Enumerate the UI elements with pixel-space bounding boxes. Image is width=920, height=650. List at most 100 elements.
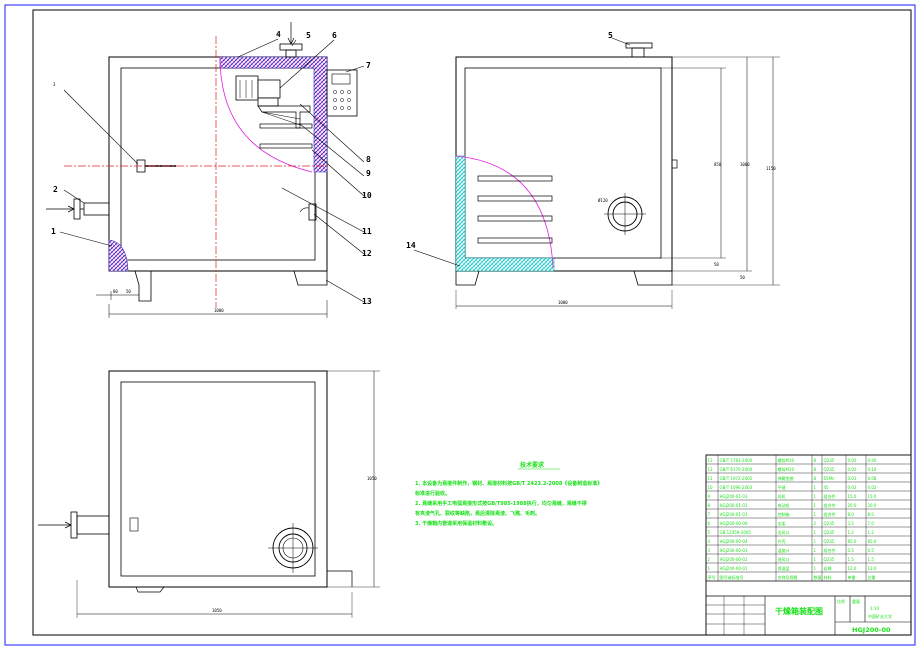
bom-cell: 温度计 (778, 547, 790, 553)
bom-cell: 1 (814, 566, 817, 571)
label-5-side: 5 (608, 31, 613, 40)
front-outer-body (108, 56, 328, 272)
bom-cell: HGJ200-00-01 (720, 566, 748, 571)
bom-cell: 0.5 (848, 548, 855, 553)
side-view: Ø120 5 14 850 1000 1150 50 50 1000 (406, 31, 780, 309)
bom-cell: HGJ200-00-03 (720, 548, 748, 553)
top-inner-body (120, 381, 316, 577)
motor-housing (257, 79, 281, 99)
bom-cell: 平键 (778, 484, 786, 490)
drawing-title: 干燥箱装配图 (775, 606, 823, 616)
label-8: 8 (366, 155, 371, 164)
notes-title: 技术要求 (520, 461, 545, 469)
bom-cell: 单重 (848, 574, 856, 580)
bom-cell: 1 (814, 512, 817, 517)
bom-cell: 20.0 (868, 503, 877, 508)
side-width-dim: 1000 (558, 300, 568, 305)
top-outer-body (108, 370, 328, 588)
bom-cell: 组合件 (824, 511, 836, 517)
bom-cell: GB/T 1096-2003 (720, 485, 753, 490)
front-base-dim: 50 (126, 289, 131, 294)
side-foot-right (633, 270, 673, 286)
bom-cell: 进风口 (778, 556, 790, 562)
bom-cell: 螺栓M10 (778, 457, 795, 463)
control-display (331, 73, 351, 85)
inner-frame (32, 9, 912, 636)
top-view: 1050 1050 (38, 370, 380, 618)
bom-cell: 螺母M10 (778, 466, 795, 472)
inlet-arrow (67, 205, 75, 213)
inlet-flange (73, 198, 81, 220)
label-11: 11 (362, 227, 372, 236)
ratio-label: 比例 (837, 598, 845, 604)
notes-line-2b: 有夹渣气孔、裂纹等缺陷，焉后清除焉渣、飞溅、毛刺。 (415, 510, 540, 517)
bom-cell: HGJ200-01-03 (720, 494, 748, 499)
bom-cell: 1 (708, 566, 711, 571)
bom-cell: 6 (708, 521, 711, 526)
bom-cell: 序号 (708, 574, 716, 580)
label-10: 10 (362, 191, 372, 200)
bom-cell: 7 (708, 512, 711, 517)
notes-line-1b: 标准进行验收。 (414, 490, 450, 497)
bom-cell: 2 (708, 557, 711, 562)
label-9: 9 (366, 169, 371, 178)
bom-cell: 13 (708, 458, 714, 463)
front-foot-left (134, 270, 152, 302)
label-2: 2 (53, 185, 58, 194)
inlet-pipe (83, 202, 110, 216)
bom-cell: 材料 (824, 574, 832, 580)
top-inlet-flange (70, 511, 78, 539)
bom-cell: 15.0 (868, 494, 877, 499)
side-outer-body (455, 56, 673, 272)
bom-cell: 1 (814, 485, 817, 490)
label-1: 1 (51, 227, 56, 236)
insulation-layer-top (219, 56, 328, 173)
bom-cell: 0.02 (848, 485, 857, 490)
side-h1-dim: 850 (714, 162, 722, 167)
side-h3-dim: 1150 (766, 166, 776, 171)
bom-cell: HGJ200-01-02 (720, 503, 748, 508)
shelf-1 (259, 123, 313, 129)
top-width-dim: 1050 (212, 608, 222, 613)
front-foot-right (293, 270, 328, 286)
bom-cell: HGJ200-01-01 (720, 512, 748, 517)
bom-cell: Q235 (824, 530, 835, 535)
bom-cell: 1 (814, 548, 817, 553)
bom-cell: 9 (708, 494, 711, 499)
notes-line-3: 3. 干燥箱内管道采用保温材料敷设。 (415, 520, 497, 527)
bom-cell: 0.02 (848, 467, 857, 472)
side-fan-dim: Ø120 (598, 198, 608, 203)
bom-cell: 8 (814, 467, 817, 472)
front-inner-body (120, 67, 316, 261)
mass-label: 重量 (852, 598, 860, 604)
bom-cell: 0.05 (848, 458, 857, 463)
motor-base (257, 97, 279, 107)
bom-cell: 12.0 (848, 566, 857, 571)
bom-cell: 风机 (778, 493, 786, 499)
bom-cell: GB 12459-2005 (720, 530, 752, 535)
bom-cell: GB/T 6170-2000 (720, 467, 753, 472)
bom-cell: 1.2 (868, 530, 875, 535)
bom-cell: 数量 (814, 574, 822, 580)
shelf-2 (259, 143, 313, 149)
label-4: 4 (276, 30, 281, 39)
bom-cell: 组合件 (824, 493, 836, 499)
bom-cell: 组合件 (824, 547, 836, 553)
bom-cell: HGJ200-00-02 (720, 557, 748, 562)
bom-cell: 0.16 (868, 467, 877, 472)
bom-cell: 1 (814, 494, 817, 499)
side-h2-dim: 1000 (740, 162, 750, 167)
bom-cell: 4 (708, 539, 711, 544)
bom-cell: Q235 (824, 467, 835, 472)
bom-cell: 8 (814, 458, 817, 463)
bom-cell: 1.2 (848, 530, 855, 535)
outlet-flange (279, 43, 303, 51)
insulation-layer-corner (108, 239, 129, 272)
front-view: 1000 80 50 3 2 1 4 5 6 7 8 9 10 11 12 13 (46, 22, 372, 318)
bom-cell: 保温层 (778, 565, 790, 571)
tray-4 (477, 237, 553, 244)
side-insulation (455, 155, 555, 272)
bom-cell: 出风口 (778, 529, 790, 535)
